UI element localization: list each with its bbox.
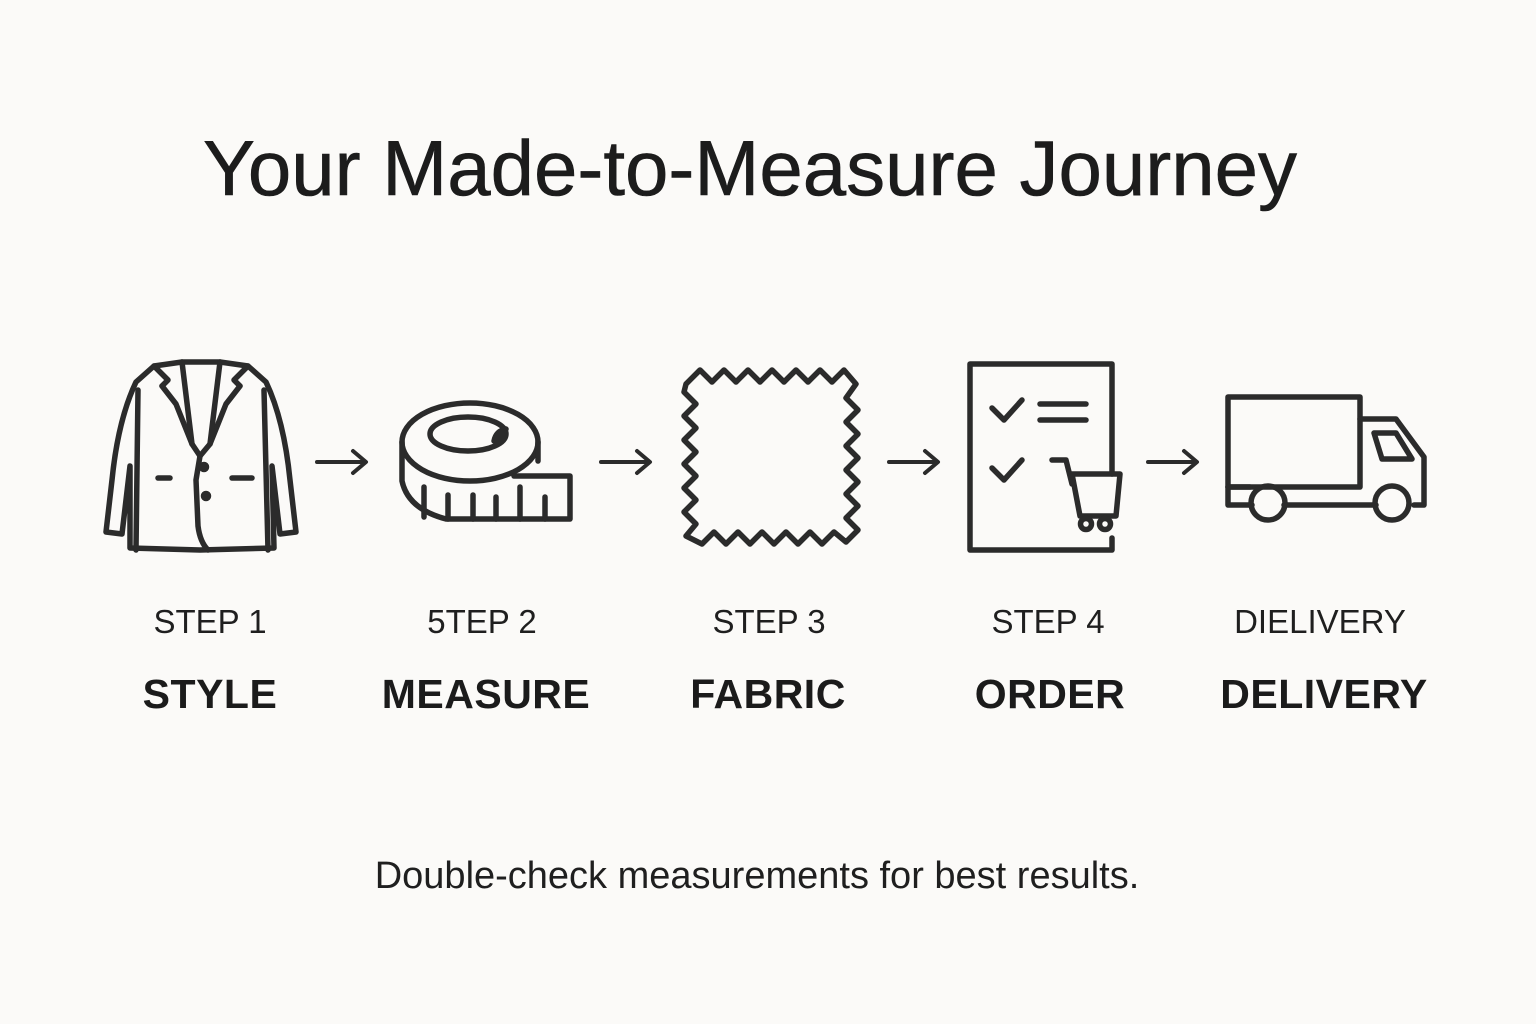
suit-jacket-icon bbox=[103, 359, 300, 556]
step-label-5: DIELIVERY bbox=[1234, 603, 1406, 640]
fabric-swatch-icon bbox=[678, 364, 864, 554]
step-name-order: ORDER bbox=[974, 671, 1126, 717]
arrow-right-icon bbox=[1146, 448, 1202, 481]
arrow-right-icon bbox=[315, 448, 371, 481]
footer-note: Double-check measurements for best resul… bbox=[374, 855, 1140, 897]
page-title: Your Made-to-Measure Journey bbox=[202, 124, 1298, 213]
delivery-truck-icon bbox=[1224, 393, 1432, 525]
measuring-tape-icon bbox=[398, 397, 576, 523]
arrow-right-icon bbox=[599, 448, 655, 481]
step-label-2: 5TEP 2 bbox=[427, 603, 537, 640]
step-name-measure: MEASURE bbox=[381, 671, 591, 717]
check-icon bbox=[989, 457, 1025, 483]
step-name-fabric: FABRIC bbox=[690, 671, 846, 717]
step-label-4: STEP 4 bbox=[991, 603, 1105, 640]
arrow-right-icon bbox=[887, 448, 943, 481]
checklist-cart-icon bbox=[966, 360, 1130, 556]
step-name-delivery: DELIVERY bbox=[1220, 671, 1428, 717]
check-icon bbox=[989, 397, 1025, 423]
step-label-1: STEP 1 bbox=[153, 603, 267, 640]
step-name-style: STYLE bbox=[142, 671, 278, 717]
step-label-3: STEP 3 bbox=[712, 603, 826, 640]
